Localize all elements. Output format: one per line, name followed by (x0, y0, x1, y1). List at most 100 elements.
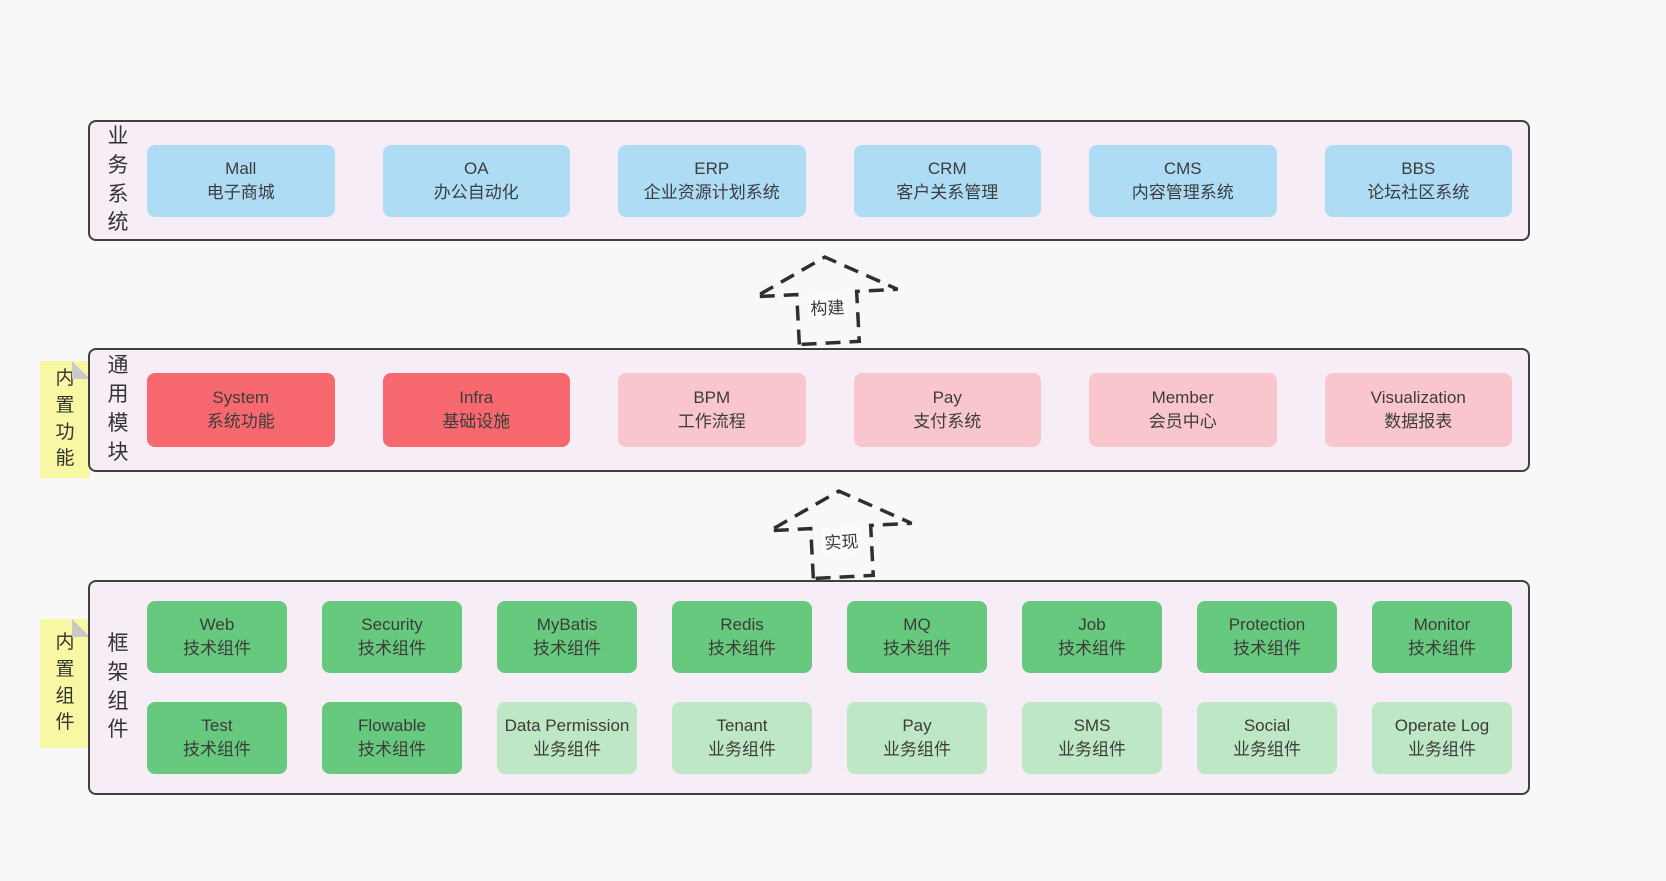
box-title: CRM (927, 158, 967, 178)
section-business-systems: 业务系统 Mall 电子商城 OA 办公自动化 ERP 企业资源计划系统 CRM… (88, 120, 1530, 241)
box-title: Tenant (716, 716, 768, 736)
box-infra: Infra 基础设施 (382, 373, 570, 447)
box-title: OA (463, 158, 489, 178)
box-title: Mall (225, 158, 257, 178)
box-title: Member (1151, 388, 1214, 408)
implement-arrow: 实现 (764, 483, 919, 583)
box-protection: Protection 技术组件 (1197, 601, 1337, 673)
box-title: Social (1243, 716, 1291, 736)
box-subtitle: 办公自动化 (433, 182, 519, 202)
box-bpm: BPM 工作流程 (618, 373, 806, 447)
box-subtitle: 企业资源计划系统 (643, 182, 780, 202)
dashed-up-arrow-icon (754, 255, 899, 347)
sticky-note-label: 内置功能 (55, 367, 75, 470)
box-mq: MQ 技术组件 (847, 601, 987, 673)
dashed-up-arrow-icon (768, 489, 913, 581)
sticky-note-built-in-features: 内置功能 (40, 361, 90, 478)
section-label: 框架组件 (103, 582, 133, 793)
box-sms: SMS 业务组件 (1022, 702, 1162, 774)
box-monitor: Monitor 技术组件 (1372, 601, 1512, 673)
box-title: CMS (1163, 158, 1202, 178)
sticky-note-label: 内置组件 (55, 631, 75, 734)
box-title: Security (361, 615, 423, 635)
framework-row-2: Test 技术组件 Flowable 技术组件 Data Permission … (147, 702, 1512, 774)
box-operate-log: Operate Log 业务组件 (1372, 702, 1512, 774)
box-subtitle: 技术组件 (183, 639, 251, 658)
box-title: Pay (902, 716, 932, 736)
box-title: Operate Log (1394, 716, 1490, 736)
box-subtitle: 内容管理系统 (1131, 182, 1234, 202)
section-common-modules: 通用模块 System 系统功能 Infra 基础设施 BPM 工作流程 Pay… (88, 348, 1530, 472)
box-subtitle: 技术组件 (533, 639, 601, 658)
box-subtitle: 基础设施 (442, 412, 511, 431)
box-title: Flowable (357, 716, 427, 736)
box-subtitle: 电子商城 (206, 182, 275, 202)
box-system: System 系统功能 (147, 373, 335, 447)
box-redis: Redis 技术组件 (672, 601, 812, 673)
box-subtitle: 技术组件 (1233, 639, 1301, 658)
box-pay-component: Pay 业务组件 (847, 702, 987, 774)
box-social: Social 业务组件 (1197, 702, 1337, 774)
box-title: Protection (1228, 615, 1306, 635)
box-subtitle: 论坛社区系统 (1367, 182, 1470, 202)
box-bbs: BBS 论坛社区系统 (1324, 144, 1512, 217)
box-job: Job 技术组件 (1022, 601, 1162, 673)
box-subtitle: 技术组件 (708, 639, 776, 658)
section-label-text: 框架组件 (107, 631, 129, 742)
box-subtitle: 业务组件 (708, 740, 776, 759)
box-crm: CRM 客户关系管理 (853, 144, 1041, 217)
box-web: Web 技术组件 (147, 601, 287, 673)
box-subtitle: 系统功能 (206, 412, 275, 431)
box-subtitle: 技术组件 (1058, 639, 1126, 658)
box-subtitle: 技术组件 (358, 740, 426, 759)
box-subtitle: 业务组件 (1233, 740, 1301, 759)
box-pay-system: Pay 支付系统 (853, 373, 1041, 447)
build-arrow: 构建 (750, 249, 905, 349)
box-oa: OA 办公自动化 (382, 144, 570, 217)
box-subtitle: 数据报表 (1384, 412, 1453, 431)
box-title: BBS (1401, 158, 1436, 178)
box-member: Member 会员中心 (1089, 373, 1277, 447)
box-erp: ERP 企业资源计划系统 (618, 144, 806, 217)
box-data-permission: Data Permission 业务组件 (497, 702, 637, 774)
box-title: Web (199, 615, 235, 635)
build-arrow-label: 构建 (806, 291, 849, 322)
box-title: MyBatis (536, 615, 598, 635)
section-label-text: 业务系统 (107, 124, 129, 235)
box-subtitle: 业务组件 (883, 740, 951, 759)
box-title: SMS (1073, 716, 1111, 736)
business-box-row: Mall 电子商城 OA 办公自动化 ERP 企业资源计划系统 CRM 客户关系… (147, 122, 1512, 239)
box-title: Infra (459, 388, 494, 408)
box-subtitle: 业务组件 (1408, 740, 1476, 759)
framework-rows: Web 技术组件 Security 技术组件 MyBatis 技术组件 Redi… (147, 601, 1512, 774)
box-subtitle: 技术组件 (183, 740, 251, 759)
box-mall: Mall 电子商城 (147, 144, 335, 217)
section-framework-components: 框架组件 Web 技术组件 Security 技术组件 MyBatis 技术组件… (88, 580, 1530, 795)
box-title: Job (1078, 615, 1106, 635)
box-title: BPM (693, 388, 731, 408)
box-title: Redis (720, 615, 764, 635)
framework-row-1: Web 技术组件 Security 技术组件 MyBatis 技术组件 Redi… (147, 601, 1512, 673)
box-title: System (212, 388, 270, 408)
box-title: ERP (694, 158, 730, 178)
implement-arrow-label: 实现 (820, 525, 863, 556)
section-label-text: 通用模块 (107, 354, 129, 464)
modules-box-row: System 系统功能 Infra 基础设施 BPM 工作流程 Pay 支付系统… (147, 350, 1512, 470)
box-subtitle: 工作流程 (677, 412, 746, 431)
box-subtitle: 业务组件 (1058, 740, 1126, 759)
box-subtitle: 客户关系管理 (896, 182, 999, 202)
box-tenant: Tenant 业务组件 (672, 702, 812, 774)
section-label: 通用模块 (103, 350, 133, 470)
box-title: Test (201, 716, 233, 736)
box-title: Data Permission (504, 716, 630, 736)
box-subtitle: 技术组件 (1408, 639, 1476, 658)
box-subtitle: 业务组件 (533, 740, 601, 759)
section-label: 业务系统 (103, 122, 133, 239)
box-subtitle: 技术组件 (358, 639, 426, 658)
box-visualization: Visualization 数据报表 (1324, 373, 1512, 447)
box-cms: CMS 内容管理系统 (1089, 144, 1277, 217)
box-subtitle: 支付系统 (913, 412, 982, 431)
box-test: Test 技术组件 (147, 702, 287, 774)
box-title: MQ (903, 615, 931, 635)
box-subtitle: 技术组件 (883, 639, 951, 658)
